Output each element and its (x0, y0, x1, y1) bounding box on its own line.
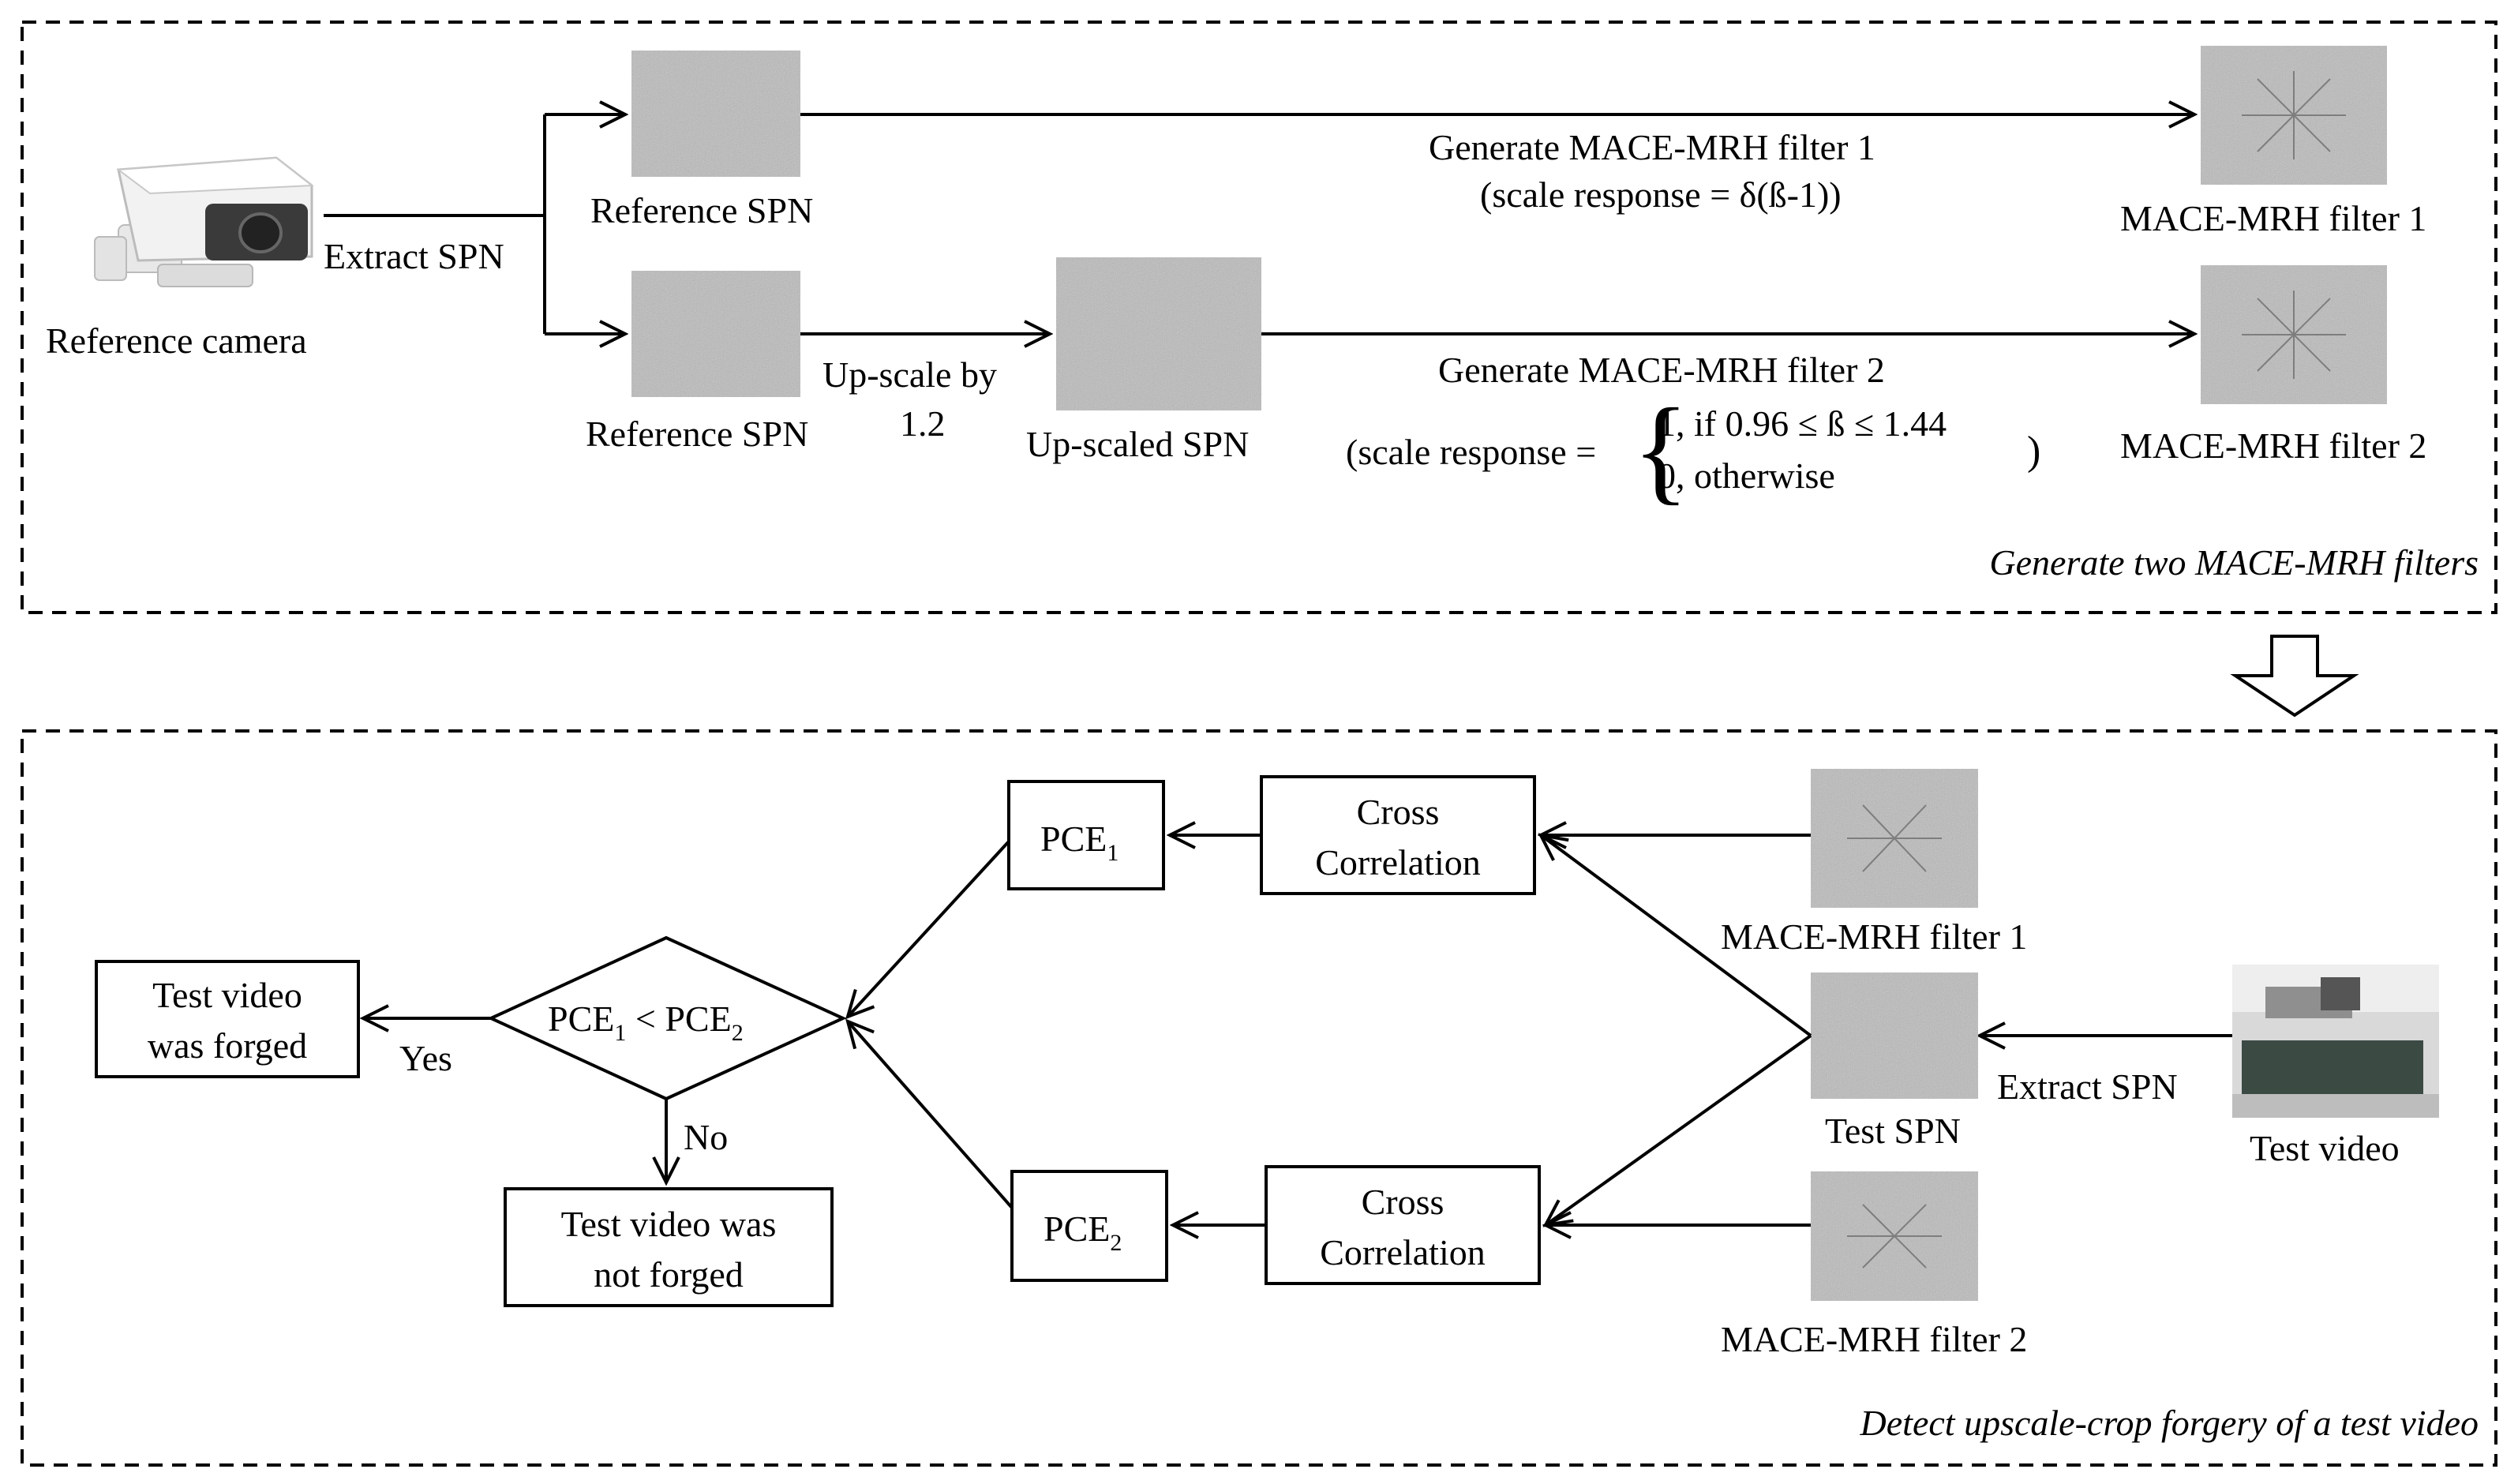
reference-spn-1-image (631, 51, 800, 177)
mace-filter-2-label-bottom: MACE-MRH filter 2 (1721, 1319, 2027, 1359)
upscaled-spn-image (1056, 257, 1261, 410)
mace-filter-1-label-top: MACE-MRH filter 1 (2120, 198, 2426, 238)
no-label: No (684, 1117, 728, 1157)
decision-a-sub: 1 (614, 1020, 626, 1046)
test-video-image (2232, 965, 2439, 1118)
top-panel-caption: Generate two MACE-MRH filters (1989, 542, 2479, 583)
cross-correlation-1-line1: Cross (1357, 792, 1440, 832)
cross-correlation-2-line1: Cross (1362, 1182, 1444, 1222)
upscale-label-line1: Up-scale by (822, 354, 997, 395)
extract-spn-label-bottom: Extract SPN (1997, 1066, 2178, 1107)
pce1-base: PCE (1040, 819, 1107, 859)
piecewise-case-1: 1, if 0.96 ≤ ß ≤ 1.44 (1658, 403, 1947, 444)
scale-response-2-suffix: ) (2027, 429, 2040, 474)
pce2-label: PCE2 (1044, 1209, 1122, 1256)
upscale-label-line2: 1.2 (900, 403, 946, 444)
pce1-to-decision-arrow (848, 840, 1010, 1017)
cross-correlation-2-line2: Correlation (1320, 1232, 1486, 1272)
pce1-box (1007, 780, 1165, 890)
forged-box (95, 960, 360, 1078)
not-forged-line1: Test video was (561, 1204, 777, 1244)
mace-filter-1-label-bottom: MACE-MRH filter 1 (1721, 916, 2027, 957)
test-video-label: Test video (2250, 1128, 2400, 1168)
pce2-to-decision-arrow (848, 1021, 1014, 1209)
mace-filter-1-image (2201, 46, 2387, 185)
mace-filter-2-image (2201, 265, 2387, 404)
mace-filter-2-label-top: MACE-MRH filter 2 (2120, 425, 2426, 466)
yes-label: Yes (399, 1038, 452, 1078)
piecewise-brace: { (1632, 384, 1689, 515)
reference-spn-2-label: Reference SPN (586, 414, 808, 454)
upscaled-spn-label: Up-scaled SPN (1026, 424, 1249, 464)
scale-response-1-label: (scale response = δ(ß-1)) (1480, 174, 1842, 215)
piecewise-case-2: 0, otherwise (1658, 455, 1835, 496)
reference-spn-1-label: Reference SPN (590, 190, 813, 230)
decision-diamond (487, 935, 847, 1101)
pce2-base: PCE (1044, 1209, 1110, 1249)
reference-spn-2-image (631, 271, 800, 397)
test-spn-to-cross-2-arrow (1546, 1034, 1812, 1225)
not-forged-box (504, 1187, 834, 1307)
mace-filter-2-image-bottom (1811, 1171, 1978, 1301)
test-spn-label: Test SPN (1825, 1111, 1961, 1151)
pce1-sub: 1 (1107, 840, 1118, 866)
bottom-panel-caption: Detect upscale-crop forgery of a test vi… (1860, 1403, 2479, 1443)
generate-filter-2-label: Generate MACE-MRH filter 2 (1438, 350, 1885, 390)
reference-camera-label: Reference camera (46, 320, 307, 361)
top-panel-frame (21, 21, 2497, 614)
decision-b-sub: 2 (732, 1020, 744, 1046)
decision-a: PCE (548, 999, 614, 1039)
pce2-box (1010, 1170, 1168, 1282)
mace-filter-1-image-bottom (1811, 769, 1978, 908)
cross-correlation-1-box (1260, 775, 1536, 895)
decision-op: < PCE (626, 999, 731, 1039)
scale-response-2-prefix: (scale response = (1346, 432, 1596, 472)
pce1-label: PCE1 (1040, 819, 1118, 866)
decision-label: PCE1 < PCE2 (548, 999, 744, 1046)
forged-line2: was forged (148, 1025, 307, 1066)
cross-correlation-2-box (1265, 1165, 1541, 1285)
generate-filter-1-label: Generate MACE-MRH filter 1 (1429, 127, 1875, 167)
cross-correlation-1-line2: Correlation (1315, 842, 1481, 883)
not-forged-line2: not forged (594, 1254, 744, 1295)
panel-transition-arrow-icon (2230, 635, 2359, 718)
forged-line1: Test video (152, 975, 302, 1015)
test-spn-to-cross-1-arrow (1541, 835, 1812, 1037)
camera-icon (94, 156, 314, 287)
pce2-sub: 2 (1110, 1230, 1122, 1256)
bottom-panel-frame (21, 729, 2497, 1467)
test-spn-image (1811, 972, 1978, 1099)
extract-spn-label-top: Extract SPN (324, 236, 504, 276)
